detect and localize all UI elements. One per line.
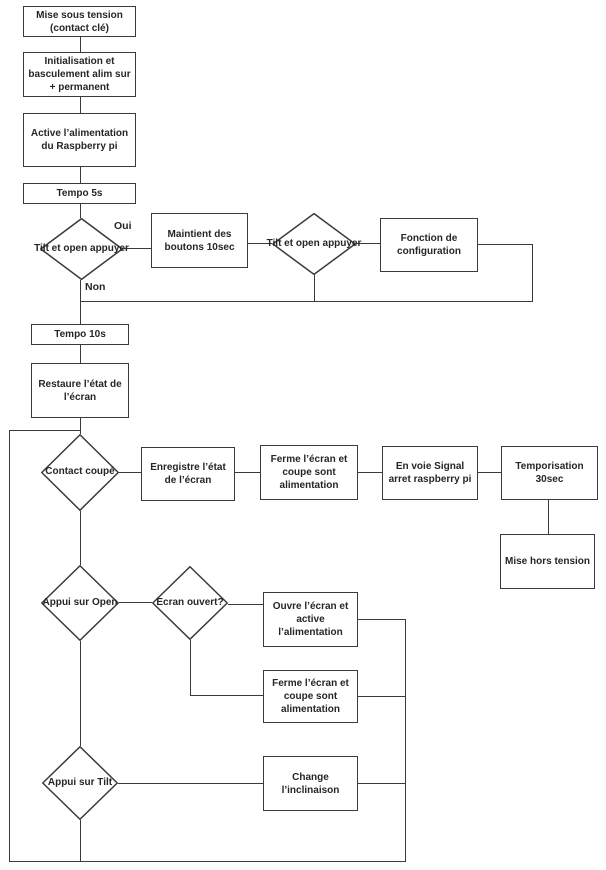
node-temporisation-30sec: Temporisation 30sec <box>501 446 598 500</box>
decision-label: Tilt et open appuyer <box>34 242 129 254</box>
diamond-shape <box>152 566 228 640</box>
node-mise-sous-tension: Mise sous tension (contact clé) <box>23 6 136 37</box>
node-ouvre-ecran: Ouvre l’écran et active l’alimentation <box>263 592 358 647</box>
diamond-shape <box>41 434 119 511</box>
edge-label-non: Non <box>85 281 106 293</box>
decision-label: Tilt et open appuyer <box>266 237 362 249</box>
decision-label: Appui sur Tilt <box>47 776 113 788</box>
diamond-shape <box>41 565 119 641</box>
node-ferme-ecran-2: Ferme l’écran et coupe sont alimentation <box>263 670 358 723</box>
node-tempo-5s: Tempo 5s <box>23 183 136 204</box>
decision-contact-coupe: Contact coupé <box>41 434 119 511</box>
node-active-alimentation: Active l’alimentation du Raspberry pi <box>23 113 136 167</box>
node-fonction-configuration: Fonction de configuration <box>380 218 478 272</box>
node-ferme-ecran-1: Ferme l’écran et coupe sont alimentation <box>260 445 358 500</box>
node-maintient-boutons: Maintient des boutons 10sec <box>151 213 248 268</box>
node-enregistre-etat-ecran: Enregistre l’état de l’écran <box>141 447 235 501</box>
diamond-shape <box>42 746 118 820</box>
decision-tilt-open-1: Tilt et open appuyer <box>34 218 129 280</box>
decision-label: Appui sur Open <box>42 596 118 608</box>
node-tempo-10s: Tempo 10s <box>31 324 129 345</box>
decision-appui-open: Appui sur Open <box>41 565 119 641</box>
node-change-inclinaison: Change l’inclinaison <box>263 756 358 811</box>
decision-tilt-open-2: Tilt et open appuyer <box>267 213 361 275</box>
edge-label-oui: Oui <box>114 220 132 232</box>
decision-appui-tilt: Appui sur Tilt <box>42 746 118 820</box>
decision-label: Ecran ouvert? <box>156 596 224 608</box>
diamond-shape <box>272 213 356 275</box>
decision-ecran-ouvert: Ecran ouvert? <box>152 566 228 640</box>
edge-main-loop-left-bottom-right <box>8 429 407 863</box>
node-mise-hors-tension: Mise hors tension <box>500 534 595 589</box>
edge-fonction-return-loop <box>81 243 534 303</box>
node-initialisation: Initialisation et basculement alim sur +… <box>23 52 136 97</box>
edge-ecran-ouvert-to-ferme2 <box>189 640 263 697</box>
node-envoie-signal-arret: En voie Signal arret raspberry pi <box>382 446 478 500</box>
diamond-shape <box>40 218 123 280</box>
decision-label: Contact coupé <box>45 466 115 478</box>
node-restaure-etat-ecran: Restaure l’état de l’écran <box>31 363 129 418</box>
